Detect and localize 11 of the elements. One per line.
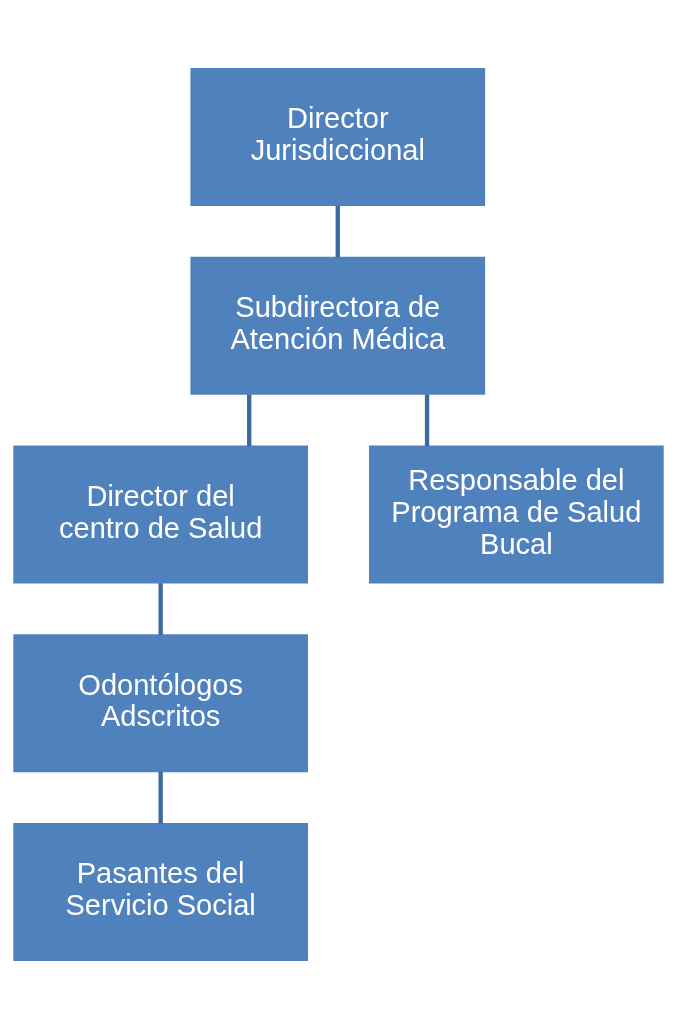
connector	[424, 393, 430, 446]
node-box: Director del centro de Salud	[13, 445, 308, 583]
node-box: Pasantes del Servicio Social	[13, 822, 308, 961]
connector	[158, 771, 163, 824]
connector	[158, 582, 163, 635]
node-box: Responsable del Programa de Salud Bucal	[369, 445, 664, 583]
node-box: Odontólogos Adscritos	[13, 633, 308, 772]
connector	[247, 393, 252, 446]
connector	[335, 205, 340, 257]
node-box: Director Jurisdiccional	[190, 67, 486, 206]
node-box: Subdirectora de Atención Médica	[190, 256, 486, 395]
